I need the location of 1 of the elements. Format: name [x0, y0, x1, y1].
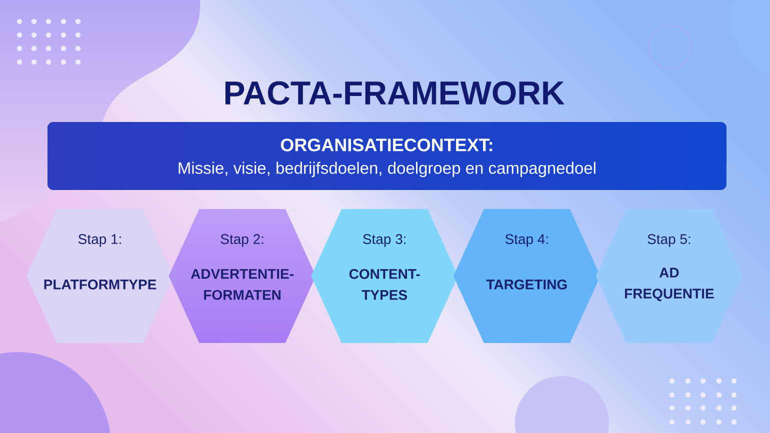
title: PACTA-FRAMEWORK — [225, 81, 564, 105]
